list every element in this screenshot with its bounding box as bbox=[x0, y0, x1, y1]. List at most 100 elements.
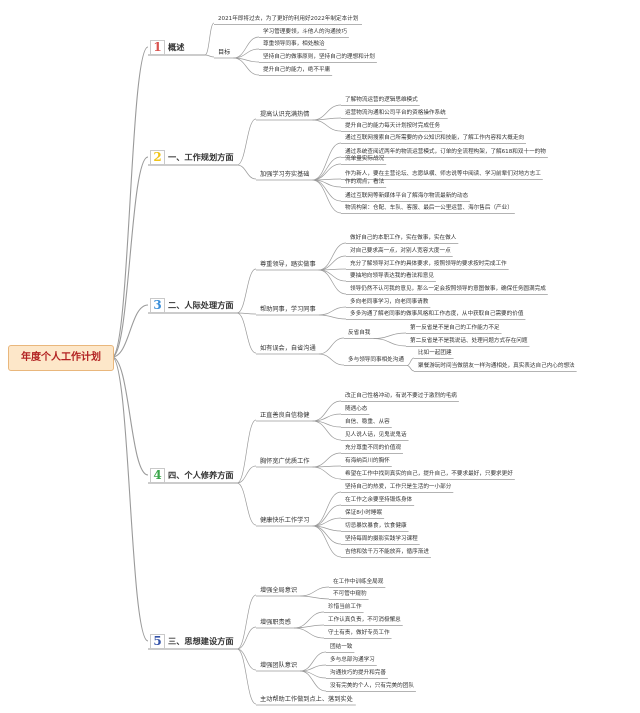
leaf-item[interactable]: 充分了解领导对工作的具体要求，按照领导的要求按时完成工作 bbox=[350, 261, 507, 267]
branch-label[interactable]: 概述 bbox=[168, 42, 185, 52]
leaf-item[interactable]: 作为新人，要在主营论坛、志愿纵横、师志说等中阅读、学习前辈们对地方志工 bbox=[345, 171, 541, 177]
leaf-item[interactable]: 在工作之余要坚持锻炼身体 bbox=[345, 497, 413, 503]
leaf-item[interactable]: 通过系统查阅近两年的物流运营模式，订单的全流程构架，了解618和双十一的物 bbox=[345, 149, 546, 155]
group-label[interactable]: 增强全局意识 bbox=[260, 587, 298, 594]
leaf-item[interactable]: 在工作中训练全局观 bbox=[333, 579, 384, 585]
group-label[interactable]: 尊重领导，踏实做事 bbox=[260, 261, 316, 268]
leaf-item[interactable]: 希望在工作中找到真实的自己，提升自己，不要求最好，只要求更好 bbox=[345, 471, 513, 477]
connector bbox=[236, 648, 257, 705]
subgroup-label[interactable]: 多与领导同事相处沟通 bbox=[348, 357, 404, 363]
branch-label[interactable]: 三、思想建设方面 bbox=[168, 636, 234, 646]
group-label[interactable]: 目标 bbox=[218, 49, 231, 56]
connector bbox=[236, 312, 257, 315]
connector bbox=[406, 365, 415, 372]
connector bbox=[373, 332, 407, 339]
connector bbox=[236, 594, 257, 650]
connector bbox=[111, 356, 149, 476]
group-label[interactable]: 提高认识充满热情 bbox=[260, 111, 310, 118]
connector bbox=[312, 104, 342, 121]
leaf-item[interactable]: 要抽地向领导表达我的看法和意见 bbox=[350, 273, 434, 279]
leaf-item[interactable]: 提升自己的能力每天计划按时完成任务 bbox=[345, 123, 441, 129]
leaf-item[interactable]: 改正自己性格冲动，有说不要过于激烈的毛病 bbox=[345, 393, 457, 399]
group-label[interactable]: 健康快乐工作学习 bbox=[260, 517, 310, 524]
leaf-item[interactable]: 了解物流运营的逻辑思维模式 bbox=[345, 97, 418, 103]
branch-number-badge: 4 bbox=[150, 468, 165, 483]
leaf-item[interactable]: 第一反省是不是自己的工作能力不足 bbox=[410, 325, 500, 331]
leaf-item[interactable]: 多向老同事学习，向老同事请教 bbox=[350, 299, 429, 305]
connector bbox=[236, 465, 257, 484]
leaf-item[interactable]: 2021年即将过去，为了更好的利用好2022年制定本计划 bbox=[218, 16, 359, 22]
leaf-item[interactable]: 团结一致 bbox=[330, 644, 353, 650]
leaf-item[interactable]: 提升自己的能力，绝不平庸 bbox=[263, 67, 331, 73]
connector bbox=[111, 304, 149, 358]
group-label[interactable]: 胸怀宽广优质工作 bbox=[260, 458, 310, 465]
leaf-item[interactable]: 多多沟通了解老同事的做事风格和工作态度，从中获取自己需要的价值 bbox=[350, 311, 524, 317]
leaf-item[interactable]: 第二反省是不是我说话、处理问题方式存在问题 bbox=[410, 338, 528, 344]
leaf-item[interactable]: 坚持每周的摄影实践学习课程 bbox=[345, 536, 418, 542]
leaf-item[interactable]: 切忌暴饮暴食，饮食健康 bbox=[345, 523, 407, 529]
group-label[interactable]: 正直善良自信稳健 bbox=[260, 412, 310, 419]
group-label[interactable]: 增强团队意识 bbox=[260, 662, 298, 669]
group-label[interactable]: 主动帮助工作做到点上、落到实处 bbox=[260, 696, 353, 703]
connector bbox=[312, 163, 342, 181]
leaf-item[interactable]: 随遇心态 bbox=[345, 406, 368, 412]
leaf-item[interactable]: 多与总部沟通学习 bbox=[330, 657, 375, 663]
leaf-item[interactable]: 领导仍然不认可我的意见，那么一定会按照领导的意图做事，确保任务圆满完成 bbox=[350, 286, 546, 292]
leaf-item[interactable]: 通过互联网等新媒体平台了解海尔物流最新的动态 bbox=[345, 193, 469, 199]
leaf-item[interactable]: 保证8小时睡眠 bbox=[345, 510, 383, 516]
connector bbox=[406, 357, 415, 366]
connector bbox=[236, 482, 257, 526]
branch-number-badge: 5 bbox=[150, 634, 165, 649]
group-label[interactable]: 帮助同事，学习同事 bbox=[260, 306, 316, 313]
leaf-item[interactable]: 不可管中窥豹 bbox=[333, 591, 367, 597]
leaf-item[interactable]: 充分尊重不同的价值观 bbox=[345, 445, 401, 451]
branch-label[interactable]: 四、个人修养方面 bbox=[168, 470, 234, 480]
connector bbox=[236, 268, 257, 314]
leaf-item[interactable]: 坚持自己的热爱，工作只是生活的一小部分 bbox=[345, 484, 452, 490]
connector bbox=[293, 624, 325, 629]
branch-label[interactable]: 一、工作规划方面 bbox=[168, 152, 234, 162]
leaf-item[interactable]: 沟通技巧的提升和完善 bbox=[330, 670, 386, 676]
group-label[interactable]: 加强学习夯实基础 bbox=[260, 171, 310, 178]
connector bbox=[318, 353, 345, 366]
connector bbox=[318, 242, 347, 271]
group-label[interactable]: 增强职责感 bbox=[260, 619, 291, 626]
leaf-item[interactable]: 有海纳百川的胸怀 bbox=[345, 458, 390, 464]
connector bbox=[312, 119, 342, 132]
leaf-item[interactable]: 珍惜当前工作 bbox=[328, 604, 362, 610]
root-node[interactable]: 年度个人工作计划 bbox=[8, 345, 114, 371]
branch-number-badge: 1 bbox=[150, 40, 165, 55]
leaf-item[interactable]: 做好自己的本职工作，实在做事，实在做人 bbox=[350, 235, 457, 241]
connector bbox=[312, 156, 342, 181]
leaf-item[interactable]: 比如一起团建 bbox=[418, 350, 452, 356]
leaf-item[interactable]: 聚餐游玩时间当做朋友一样沟通相处，真实表达自己内心的想法 bbox=[418, 363, 575, 369]
leaf-item[interactable]: 吉他和弦千万不能放弃，循序渐进 bbox=[345, 549, 429, 555]
leaf-item[interactable]: 守土有责，做好专员工作 bbox=[328, 630, 390, 636]
leaf-item[interactable]: 工作认真负责，不可消极懈怠 bbox=[328, 617, 401, 623]
leaf-item[interactable]: 没有完美的个人，只有完美的团队 bbox=[330, 683, 414, 689]
connector bbox=[111, 46, 149, 358]
leaf-item[interactable]: 流单量实际战况 bbox=[345, 156, 385, 162]
connector bbox=[312, 117, 342, 121]
connector bbox=[312, 452, 342, 468]
leaf-item[interactable]: 物流构架：仓配、车队、客服、最后一公里运营、海尔售后（产业） bbox=[345, 205, 513, 211]
leaf-item[interactable]: 尊重领导同事，相处融洽 bbox=[263, 41, 325, 47]
leaf-item[interactable]: 见人说人话，见鬼说鬼话 bbox=[345, 432, 407, 438]
connector bbox=[318, 306, 347, 316]
connector bbox=[300, 595, 330, 600]
leaf-item[interactable]: 通过互联网搜索自己所需要的办公知识和技能，了解工作内容和大概走向 bbox=[345, 135, 525, 141]
connector bbox=[318, 337, 345, 355]
leaf-item[interactable]: 运营物流沟通和公司平台的资格操作系统 bbox=[345, 110, 446, 116]
subgroup-label[interactable]: 反省自我 bbox=[348, 330, 371, 336]
leaf-item[interactable]: 作的观点，看法 bbox=[345, 179, 385, 185]
connector bbox=[233, 36, 260, 59]
connector bbox=[318, 269, 347, 295]
leaf-item[interactable]: 坚持自己的做事原则，坚持自己的理想和计划 bbox=[263, 54, 375, 60]
group-label[interactable]: 如有误会，自省沟通 bbox=[260, 345, 316, 352]
leaf-item[interactable]: 对自己要求高一点，对别人宽容大度一点 bbox=[350, 248, 451, 254]
connector bbox=[233, 48, 260, 59]
leaf-item[interactable]: 自信、稳重、从容 bbox=[345, 419, 390, 425]
branch-label[interactable]: 二、人际处理方面 bbox=[168, 300, 234, 310]
leaf-item[interactable]: 学习管理要领，斗他人的沟通技巧 bbox=[263, 29, 347, 35]
